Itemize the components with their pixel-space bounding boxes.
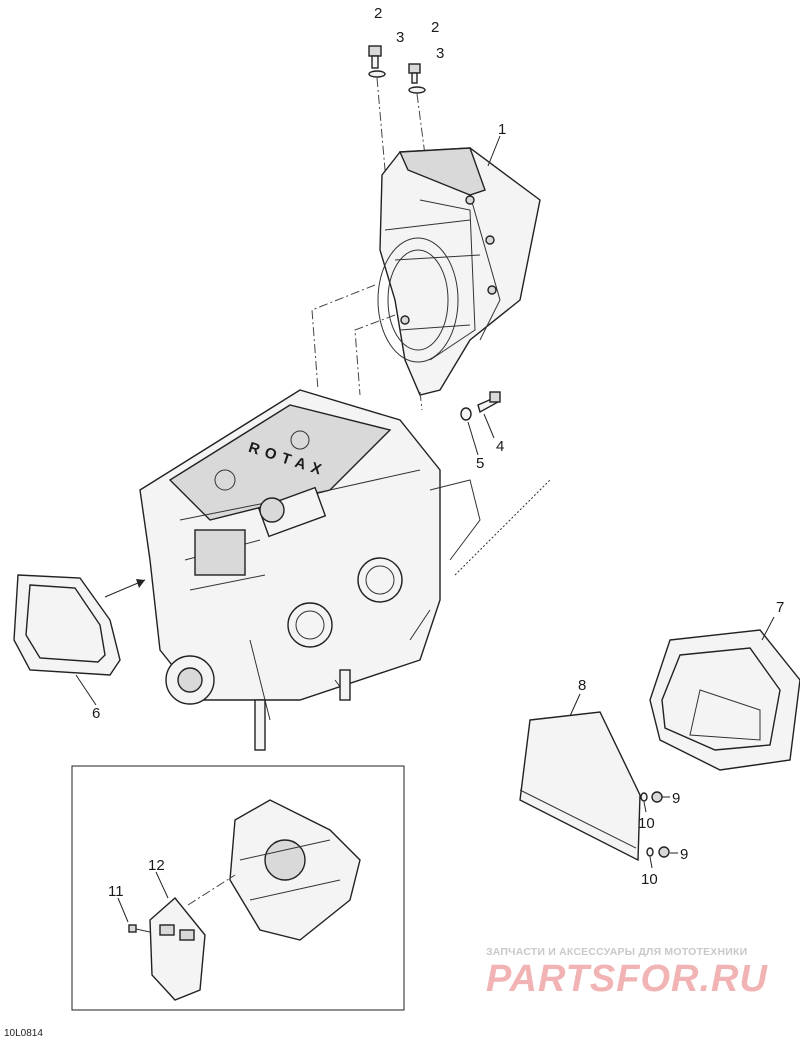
callout-3b: 3 [436,45,444,62]
reference-code: 10L0814 [4,1028,43,1039]
watermark: ЗАПЧАСТИ И АКСЕССУАРЫ ДЛЯ МОТОТЕХНИКИ PA… [486,946,786,1000]
assembly-line-inset [187,874,236,906]
callout-11: 11 [108,883,124,900]
detail-inset-frame [71,765,405,1011]
fan-housing-part-1 [377,147,541,396]
callout-10a: 10 [638,815,655,832]
leader-1 [487,135,501,167]
callout-5: 5 [476,455,484,472]
callout-9a: 9 [672,790,680,807]
leader-7 [761,616,775,641]
arrow-head-6 [136,579,145,588]
panel-part-8 [519,711,641,862]
callout-1: 1 [498,121,506,138]
screw-part-11 [128,924,151,933]
screw-2-left [368,45,386,78]
callout-8: 8 [578,677,586,694]
screw-2-right [408,63,426,94]
watermark-brand: PARTSFOR.RU [486,958,768,1000]
leader-10b [649,856,653,869]
cover-plate-part-12 [149,896,206,1001]
leader-6 [75,674,97,706]
engine-block: ROTAX [139,389,551,751]
leader-8 [569,693,581,717]
leader-5 [467,421,479,456]
leader-4 [483,413,495,439]
callout-9b: 9 [680,846,688,863]
inset-engine-detail [229,799,361,941]
callout-3a: 3 [396,29,404,46]
air-duct-part-7 [649,629,800,771]
washer-part-5 [460,407,472,421]
bolt-part-4 [477,391,501,414]
leader-11 [117,897,129,923]
leader-12 [155,871,169,899]
gasket-part-6 [13,574,121,676]
callout-4: 4 [496,438,504,455]
callout-7: 7 [776,599,784,616]
watermark-tagline: ЗАПЧАСТИ И АКСЕССУАРЫ ДЛЯ МОТОТЕХНИКИ [486,946,748,958]
callout-2b: 2 [431,19,439,36]
leader-10a [643,801,647,813]
callout-6: 6 [92,705,100,722]
assembly-lines-housing [311,284,423,411]
callout-10b: 10 [641,871,658,888]
fastener-9-10-lower [646,846,670,858]
callout-12: 12 [148,857,165,874]
callout-2a: 2 [374,5,382,22]
fastener-9-10-upper [640,791,663,803]
